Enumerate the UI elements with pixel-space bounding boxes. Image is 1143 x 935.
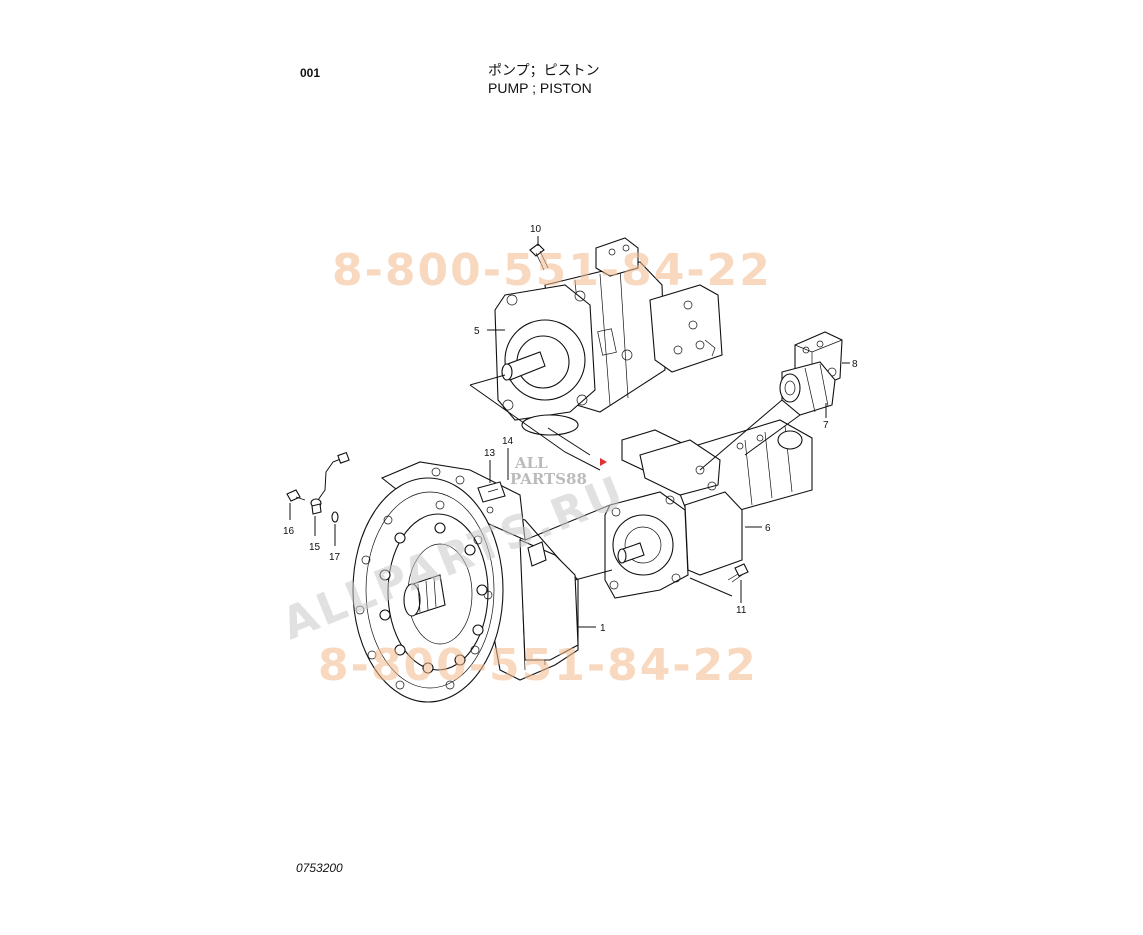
watermark-logo-line1: ALL [514, 454, 548, 472]
part-7-gear-pump [779, 361, 836, 416]
callout-8: 8 [852, 359, 858, 370]
drawing-code: 0753200 [296, 861, 343, 875]
callout-6: 6 [765, 523, 771, 534]
part-10-bolt [529, 243, 549, 271]
red-marker-icon [600, 458, 607, 466]
callout-1: 1 [600, 623, 606, 634]
assembly-lines [289, 236, 850, 628]
title-japanese: ポンプ；ピストン [488, 63, 600, 79]
callout-13: 13 [484, 448, 496, 459]
part-5-pump [494, 237, 723, 436]
part-13-14-plate [477, 481, 506, 503]
part-17-oring [331, 511, 339, 523]
part-1-main-pump [352, 461, 579, 703]
part-16-bolt [286, 489, 306, 502]
callout-5: 5 [474, 326, 480, 337]
title-english: PUMP ; PISTON [488, 80, 592, 96]
page-number: 001 [300, 66, 321, 80]
callout-11: 11 [736, 605, 747, 616]
callout-17: 17 [329, 552, 341, 563]
part-6-pump [604, 419, 813, 599]
watermark-logo-line2: PARTS88 [510, 470, 587, 488]
part-11-bolt [727, 563, 749, 583]
callout-10: 10 [530, 224, 542, 235]
part-15-sensor [310, 451, 350, 515]
callout-15: 15 [309, 542, 321, 553]
callout-7: 7 [823, 420, 829, 431]
callout-14: 14 [502, 436, 514, 447]
watermark-phone-bottom: 8-800-551-84-22 [318, 640, 758, 691]
callout-16: 16 [283, 526, 295, 537]
watermark-phone-top: 8-800-551-84-22 [332, 245, 772, 296]
